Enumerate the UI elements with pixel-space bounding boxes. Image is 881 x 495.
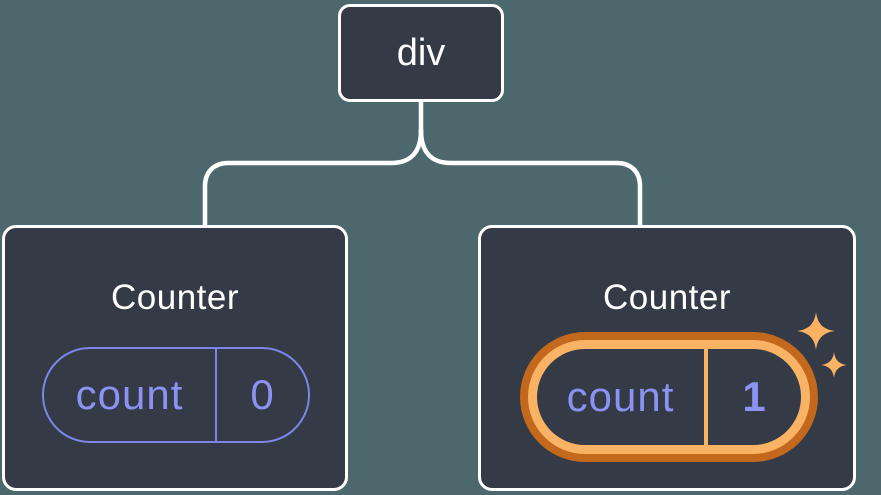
- state-pill-right: count 1: [537, 349, 801, 445]
- state-name-right: count: [537, 349, 708, 445]
- sparkle-icon: [821, 352, 847, 378]
- counter-node-right: Counter count 1: [478, 225, 856, 491]
- root-node-label: div: [396, 31, 446, 74]
- state-pill-highlight-ring: count 1: [520, 332, 818, 462]
- root-node-div: div: [338, 4, 504, 102]
- state-name-left: count: [44, 349, 217, 441]
- component-title-right: Counter: [602, 278, 732, 317]
- component-title-left: Counter: [110, 278, 240, 317]
- sparkle-icon: [797, 312, 835, 350]
- counter-node-left: Counter count 0: [2, 225, 348, 491]
- connector-branch-left: [202, 127, 424, 230]
- state-pill-left: count 0: [42, 347, 310, 443]
- state-value-right: 1: [742, 373, 767, 420]
- connector-branch-right: [418, 127, 643, 230]
- state-value-left: 0: [250, 371, 275, 418]
